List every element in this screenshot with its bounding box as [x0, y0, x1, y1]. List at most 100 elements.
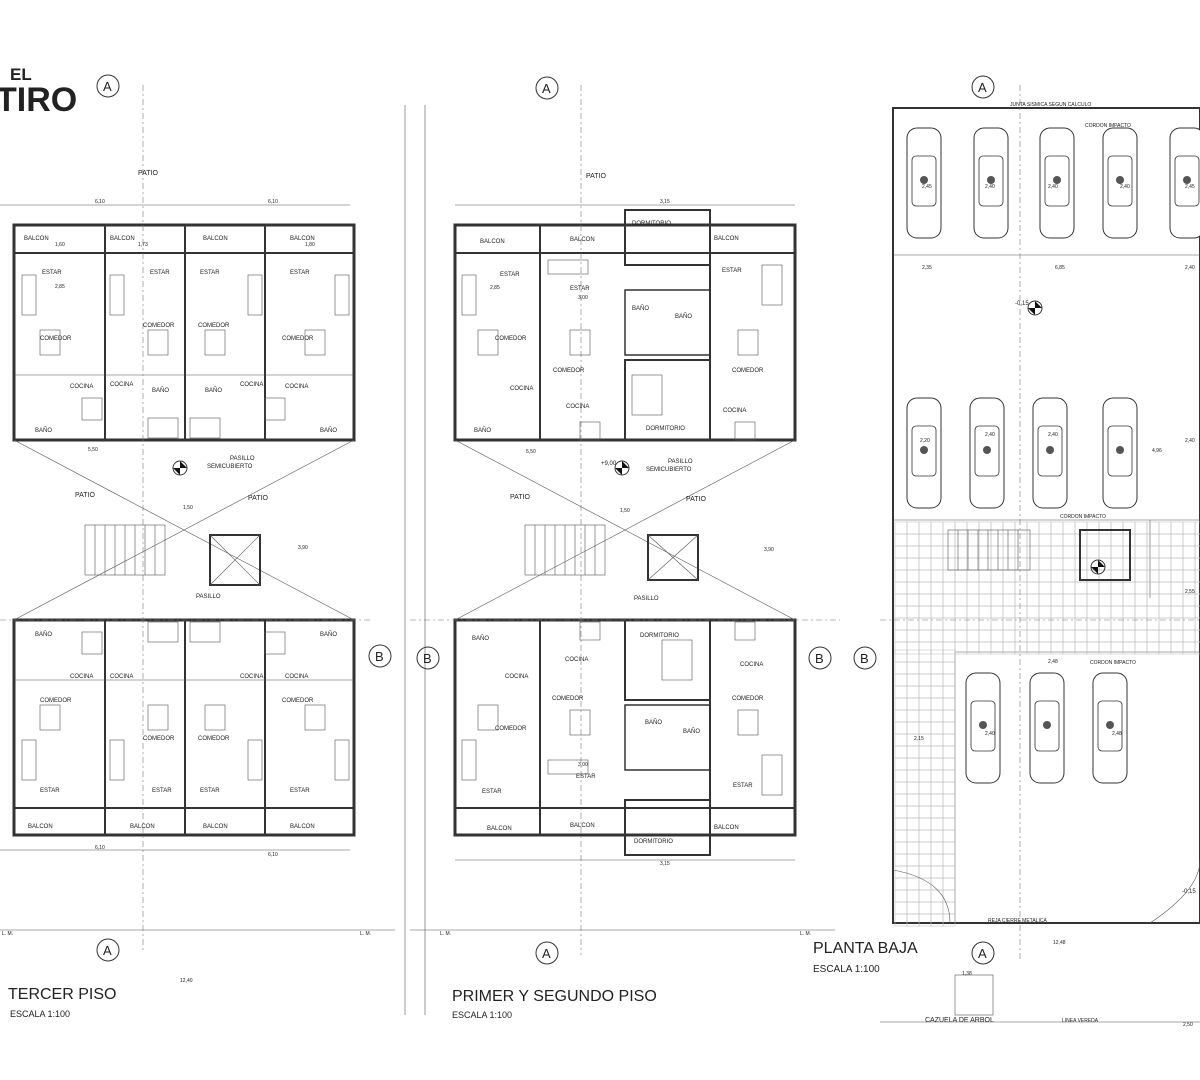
floor-tile	[1074, 581, 1088, 595]
floor-tile	[1194, 545, 1200, 559]
estar-label: ESTAR	[500, 272, 520, 278]
floor-tile	[1014, 593, 1028, 607]
floor-tile	[1170, 533, 1184, 547]
floor-tile	[954, 605, 968, 619]
floor-tile	[894, 829, 908, 843]
floor-tile	[1194, 557, 1200, 571]
floor-tile	[1086, 605, 1100, 619]
floor-tile	[894, 721, 908, 735]
floor-tile	[1050, 533, 1064, 547]
floor-tile	[918, 581, 932, 595]
floor-tile	[1086, 521, 1100, 535]
floor-tile	[1014, 521, 1028, 535]
floor-tile	[1158, 581, 1172, 595]
floor-tile	[918, 641, 932, 655]
floor-tile	[1038, 533, 1052, 547]
dimension: 2,50	[1183, 1022, 1193, 1028]
car-icon	[1169, 127, 1200, 239]
pasillo-label: PASILLO	[196, 594, 221, 600]
axis-b-label: B	[423, 651, 432, 666]
floor-tile	[906, 877, 920, 891]
floor-tile	[930, 629, 944, 643]
floor-tile	[942, 817, 956, 831]
floor-tile	[918, 901, 932, 915]
floor-tile	[894, 569, 908, 583]
floor-tile	[978, 629, 992, 643]
floor-tile	[906, 641, 920, 655]
floor-tile	[918, 697, 932, 711]
estar-label: ESTAR	[40, 788, 60, 794]
floor-tile	[1074, 605, 1088, 619]
car-icon	[1032, 397, 1068, 509]
floor-tile	[918, 913, 932, 927]
floor-tile	[1122, 593, 1136, 607]
estar-label: ESTAR	[290, 788, 310, 794]
floor-tile	[954, 557, 968, 571]
floor-tile	[894, 733, 908, 747]
floor-tile	[942, 697, 956, 711]
floor-tile	[1026, 557, 1040, 571]
floor-tile	[930, 649, 944, 663]
floor-tile	[1026, 569, 1040, 583]
floor-tile	[1170, 569, 1184, 583]
floor-tile	[966, 521, 980, 535]
floor-tile	[1158, 593, 1172, 607]
floor-tile	[1062, 521, 1076, 535]
comedor-label: COMEDOR	[495, 336, 527, 342]
floor-tile	[966, 593, 980, 607]
dimension: 2,85	[490, 285, 500, 291]
dimension: 3,90	[764, 547, 774, 553]
floor-tile	[1062, 605, 1076, 619]
comedor-label: COMEDOR	[732, 368, 764, 374]
floor-tile	[942, 877, 956, 891]
floor-tile	[894, 901, 908, 915]
floor-tile	[894, 649, 908, 663]
comedor-label: COMEDOR	[198, 323, 230, 329]
floor-tile	[918, 781, 932, 795]
floor-tile	[894, 685, 908, 699]
floor-tile	[918, 853, 932, 867]
floor-tile	[978, 569, 992, 583]
floor-tile	[906, 853, 920, 867]
floor-tile	[906, 709, 920, 723]
floor-tile	[894, 781, 908, 795]
floor-tile	[942, 557, 956, 571]
floor-tile	[1194, 581, 1200, 595]
floor-tile	[1110, 629, 1124, 643]
balcon-label: BALCON	[480, 239, 505, 245]
floor-tile	[978, 533, 992, 547]
dimension: 6,10	[95, 199, 105, 205]
dimension: 2,48	[1112, 731, 1122, 737]
floor-tile	[1194, 629, 1200, 643]
floor-tile	[1158, 569, 1172, 583]
floor-tile	[906, 533, 920, 547]
floor-tile	[930, 757, 944, 771]
floor-tile	[1074, 629, 1088, 643]
floor-tile	[894, 661, 908, 675]
floor-tile	[918, 605, 932, 619]
floor-tile	[1134, 593, 1148, 607]
floor-tile	[942, 721, 956, 735]
dimension: 6,10	[268, 199, 278, 205]
floor-tile	[1146, 533, 1160, 547]
dimension: 2,40	[985, 432, 995, 438]
car-icon	[965, 672, 1001, 784]
floor-tile	[1146, 629, 1160, 643]
estar-label: ESTAR	[42, 270, 62, 276]
cordon-label: CORDON IMPACTO	[1090, 660, 1136, 666]
floor-tile	[954, 629, 968, 643]
floor-tile	[1134, 521, 1148, 535]
floor-tile	[1026, 629, 1040, 643]
floor-tile	[1038, 545, 1052, 559]
floor-tile	[1062, 629, 1076, 643]
parking-cars	[906, 127, 1200, 784]
floor-tile	[906, 817, 920, 831]
floor-tile	[1182, 569, 1196, 583]
floor-tile	[966, 557, 980, 571]
floor-tile	[1002, 545, 1016, 559]
dimension: 2,40	[985, 184, 995, 190]
floor-tile	[930, 769, 944, 783]
floor-tile	[1038, 605, 1052, 619]
floor-tile	[1182, 557, 1196, 571]
floor-tile	[930, 721, 944, 735]
